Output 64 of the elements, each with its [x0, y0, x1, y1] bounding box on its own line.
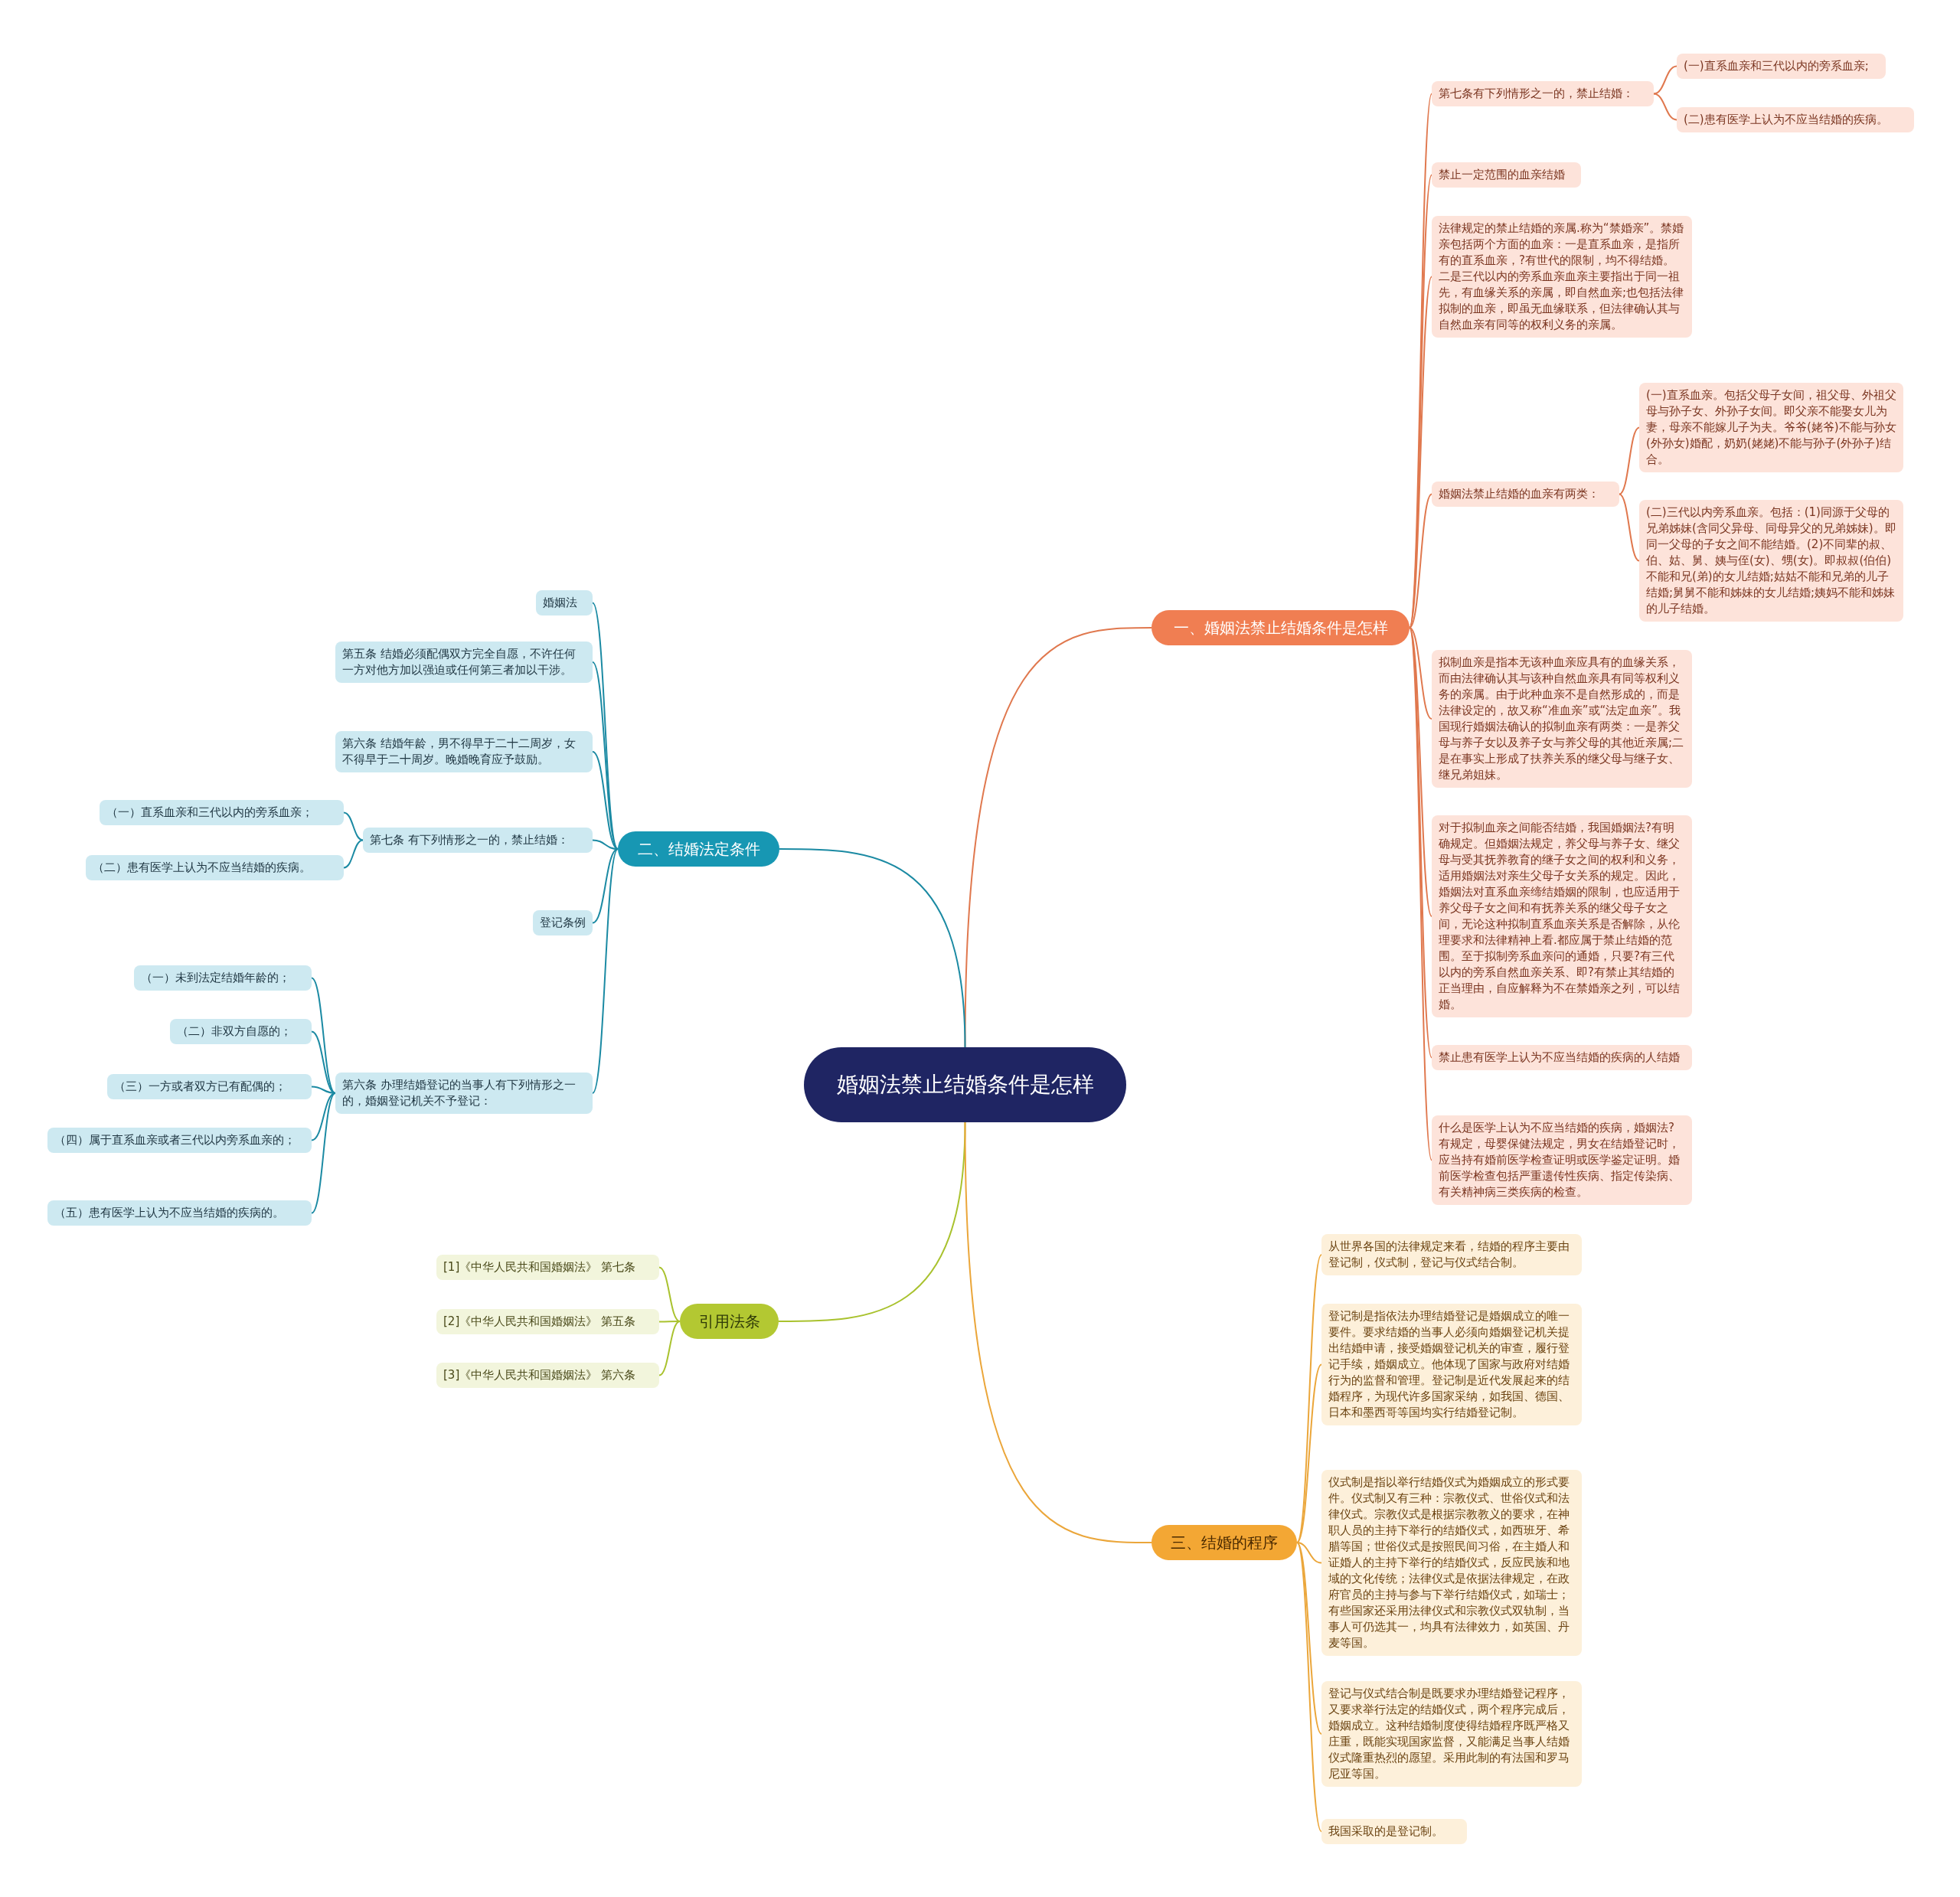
topic-box: （二）患有医学上认为不应当结婚的疾病。	[86, 855, 344, 880]
topic-box: 禁止患有医学上认为不应当结婚的疾病的人结婚	[1432, 1045, 1692, 1070]
topic-box: (一)直系血亲和三代以内的旁系血亲;	[1677, 54, 1886, 79]
topic-box: 什么是医学上认为不应当结婚的疾病，婚姻法?有规定，母婴保健法规定，男女在结婚登记时，应当持有婚前医学检查证明或医学鉴定证明。婚前医学检查包括严重遗传性疾病、指定传染病、有关精神病三类疾病的检查。	[1432, 1115, 1692, 1205]
connector-line	[1296, 1542, 1322, 1833]
topic-box: 第七条 有下列情形之一的，禁止结婚：	[363, 828, 593, 853]
topic-box: （一）未到法定结婚年龄的；	[134, 965, 312, 991]
topic-box: 登记制是指依法办理结婚登记是婚姻成立的唯一要件。要求结婚的当事人必须向婚姻登记机关提出结婚申请，接受婚姻登记机关的审查，履行登记手续，婚姻成立。他体现了国家与政府对结婚行为的监督和管理。登记制是近代发展起来的结婚程序，为现代许多国家采纳，如我国、德国、日本和墨西哥等国均实行结婚登记制。	[1321, 1304, 1582, 1425]
connector-line	[779, 848, 966, 1048]
connector-line	[964, 1122, 1152, 1543]
topic-box: 从世界各国的法律规定来看，结婚的程序主要由登记制，仪式制，登记与仪式结合制。	[1321, 1234, 1582, 1275]
connector-line	[343, 811, 364, 841]
topic-box: (二)患有医学上认为不应当结婚的疾病。	[1677, 107, 1914, 132]
topic-box: 第七条有下列情形之一的，禁止结婚：	[1432, 81, 1654, 106]
topic-box: [1]《中华人民共和国婚姻法》 第七条	[436, 1255, 659, 1280]
branch-topic: 三、结婚的程序	[1152, 1525, 1297, 1560]
connector-line	[1296, 1363, 1322, 1543]
connector-line	[658, 1321, 681, 1376]
topic-box: 登记与仪式结合制是既要求办理结婚登记程序，又要求举行法定的结婚仪式，两个程序完成后，婚姻成立。这种结婚制度使得结婚程序既严格又庄重，既能实现国家监督，又能满足当事人结婚仪式隆重热烈的愿望。采用此制的有法国和罗马尼亚等国。	[1321, 1681, 1582, 1787]
connector-line	[1409, 493, 1432, 629]
connector-line	[778, 1122, 966, 1322]
connector-line	[592, 848, 619, 924]
connector-line	[592, 661, 619, 850]
topic-box: [3]《中华人民共和国婚姻法》 第六条	[436, 1363, 659, 1388]
connector-line	[311, 977, 336, 1094]
branch-topic: 一、婚姻法禁止结婚条件是怎样	[1152, 610, 1410, 645]
topic-box: 登记条例	[533, 910, 593, 935]
topic-box: 拟制血亲是指本无该种血亲应具有的血缘关系，而由法律确认其与该种自然血亲具有同等权利义务的亲属。由于此种血亲不是自然形成的，而是法律设定的，故又称“准血亲”或“法定血亲”。我国现行婚姻法确认的拟制血亲有两类：一是养父母与养子女以及养子女与养父母的其他近亲属;二是在事实上形成了扶养关系的继父母与继子女、继兄弟姐妹。	[1432, 650, 1692, 788]
branch-topic: 二、结婚法定条件	[618, 831, 779, 867]
topic-box: （一）直系血亲和三代以内的旁系血亲；	[100, 800, 344, 825]
topic-box: 第六条 结婚年龄，男不得早于二十二周岁，女不得早于二十周岁。晚婚晚育应予鼓励。	[335, 731, 593, 772]
connector-line	[343, 839, 364, 869]
topic-box: 婚姻法禁止结婚的血亲有两类：	[1432, 482, 1619, 507]
connector-line	[592, 848, 619, 1094]
topic-box: 我国采取的是登记制。	[1321, 1819, 1467, 1844]
connector-line	[658, 1266, 681, 1322]
connector-line	[311, 1030, 336, 1094]
connector-line	[1653, 65, 1677, 95]
topic-box: (二)三代以内旁系血亲。包括：(1)同源于父母的兄弟姊妹(含同父异母、同母异父的兄弟姊妹)。即同一父母的子女之间不能结婚。(2)不同辈的叔、伯、姑、舅、姨与侄(女)、甥(女)。即叔叔(伯伯)不能和兄(弟)的女儿结婚;姑姑不能和兄弟的儿子结婚;舅舅不能和姊妹的女儿结婚;姨妈不能和姊妹的儿子结婚。	[1639, 500, 1903, 622]
connector-line	[311, 1092, 336, 1214]
topic-box: 对于拟制血亲之间能否结婚，我国婚姻法?有明确规定。但婚姻法规定，养父母与养子女、继父母与受其抚养教育的继子女之间的权利和义务，适用婚姻法对亲生父母子女关系的规定。因此，婚姻法对直系血亲缔结婚姻的限制，也应适用于养父母子女之间和有抚养关系的继父母子女之间，无论这种拟制直系血亲关系是否解除，从伦理要求和法律精神上看.都应属于禁止结婚的范围。至于拟制旁系血亲问的通婚，只要?有三代以内的旁系自然血亲关系、即?有禁止其结婚的正当理由，自应解释为不在禁婚亲之列，可以结婚。	[1432, 815, 1692, 1017]
connector-line	[592, 839, 619, 850]
topic-box: 婚姻法	[536, 590, 593, 615]
connector-line	[1296, 1254, 1322, 1543]
topic-box: 禁止一定范围的血亲结婚	[1432, 162, 1581, 188]
topic-box: [2]《中华人民共和国婚姻法》 第五条	[436, 1309, 659, 1334]
topic-box: （四）属于直系血亲或者三代以内旁系血亲的；	[47, 1128, 312, 1153]
connector-line	[1296, 1542, 1322, 1735]
central-topic: 婚姻法禁止结婚条件是怎样	[804, 1047, 1126, 1122]
topic-box: 法律规定的禁止结婚的亲属.称为“禁婚亲”。禁婚亲包括两个方面的血亲：一是直系血亲，是指所有的直系血亲，?有世代的限制，均不得结婚。二是三代以内的旁系血亲血亲主要指出于同一祖先，有血缘关系的亲属，即自然血亲;也包括法律拟制的血亲，即虽无血缘联系，但法律确认其与自然血亲有同等的权利义务的亲属。	[1432, 216, 1692, 338]
connector-line	[1653, 93, 1677, 121]
topic-box: 第五条 结婚必须配偶双方完全自愿，不许任何一方对他方加以强迫或任何第三者加以干涉。	[335, 642, 593, 683]
topic-box: （三）一方或者双方已有配偶的；	[107, 1074, 312, 1099]
topic-box: 仪式制是指以举行结婚仪式为婚姻成立的形式要件。仪式制又有三种：宗教仪式、世俗仪式和法律仪式。宗教仪式是根据宗教教义的要求，在神职人员的主持下举行的结婚仪式，如西班牙、希腊等国；世俗仪式是按照民间习俗，在主婚人和证婚人的主持下举行的结婚仪式，反应民族和地域的文化传统；法律仪式是依据法律规定，在政府官员的主持与参与下举行结婚仪式，如瑞士；有些国家还采用法律仪式和宗教仪式双轨制，当事人可仍选其一，均具有法律效力，如英国、丹麦等国。	[1321, 1470, 1582, 1656]
connector-line	[1409, 627, 1432, 917]
branch-topic: 引用法条	[680, 1304, 779, 1339]
topic-box: (一)直系血亲。包括父母子女间，祖父母、外祖父母与孙子女、外孙子女间。即父亲不能娶女儿为妻，母亲不能嫁儿子为夫。爷爷(姥爷)不能与孙女(外孙女)婚配，奶奶(姥姥)不能与孙子(外孙子)结合。	[1639, 383, 1903, 472]
connector-line	[1296, 1542, 1322, 1564]
topic-box: （五）患有医学上认为不应当结婚的疾病的。	[47, 1200, 312, 1226]
connector-line	[1409, 627, 1432, 720]
connector-line	[1619, 426, 1640, 495]
topic-box: 第六条 办理结婚登记的当事人有下列情形之一的，婚姻登记机关不予登记：	[335, 1073, 593, 1114]
connector-line	[1619, 493, 1640, 562]
topic-box: （二）非双方自愿的；	[170, 1019, 312, 1044]
